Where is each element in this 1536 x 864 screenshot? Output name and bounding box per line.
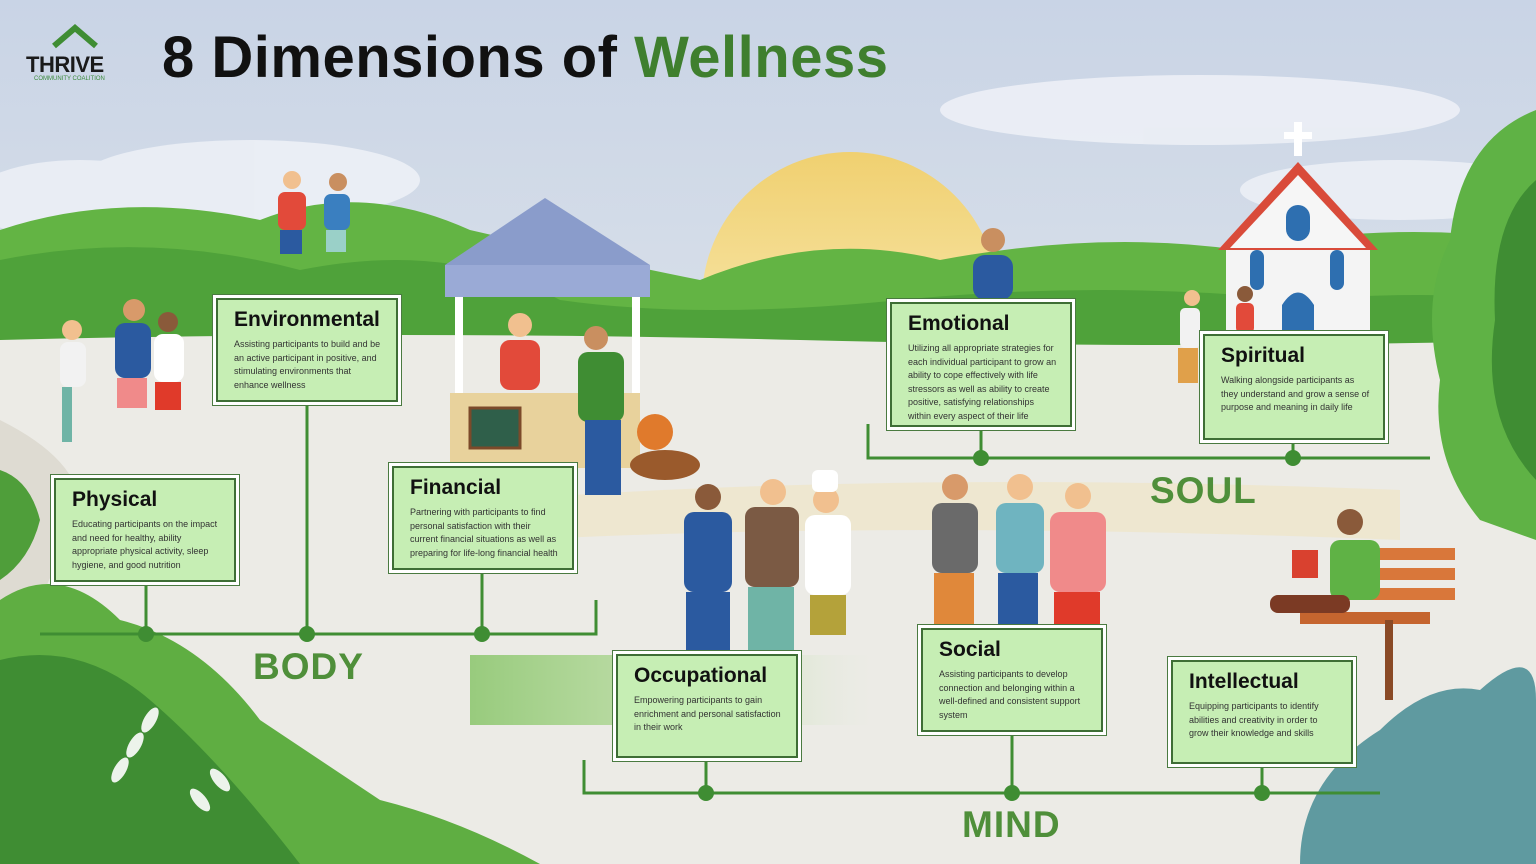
card-text: Equipping participants to identify abili…: [1189, 701, 1319, 738]
title-accent: Wellness: [634, 25, 889, 90]
people-icon: [60, 171, 1380, 651]
group-label-body: BODY: [253, 646, 364, 687]
card-intellectual: Intellectual Equipping participants to i…: [1171, 660, 1353, 764]
logo-subtitle: COMMUNITY COALITION: [34, 76, 105, 82]
card-text: Assisting participants to build and be a…: [234, 339, 381, 390]
card-physical: Physical Educating participants on the i…: [54, 478, 236, 582]
card-title: Physical: [72, 488, 158, 511]
card-spiritual: Spiritual Walking alongside participants…: [1203, 334, 1385, 440]
card-text: Partnering with participants to find per…: [410, 507, 558, 558]
card-title: Intellectual: [1189, 670, 1299, 693]
card-text: Assisting participants to develop connec…: [939, 669, 1081, 720]
card-occupational: Occupational Empowering participants to …: [616, 654, 798, 758]
card-title: Social: [939, 638, 1001, 661]
page-title: 8 Dimensions of Wellness: [162, 24, 889, 91]
group-label-soul: SOUL: [1150, 470, 1257, 511]
logo-word: THRIVE: [26, 52, 104, 77]
house-roof-icon: [52, 24, 98, 49]
foliage: [111, 707, 231, 812]
card-title: Financial: [410, 476, 502, 499]
card-social: Social Assisting participants to develop…: [921, 628, 1103, 732]
card-emotional: Emotional Utilizing all appropriate stra…: [890, 302, 1072, 427]
card-title: Emotional: [908, 312, 1010, 335]
group-label-mind: MIND: [962, 804, 1061, 845]
card-environmental: Environmental Assisting participants to …: [216, 298, 398, 402]
card-text: Empowering participants to gain enrichme…: [634, 695, 781, 732]
card-financial: Financial Partnering with participants t…: [392, 466, 574, 570]
thrive-logo: THRIVE COMMUNITY COALITION: [26, 24, 126, 88]
connector-dots: [138, 450, 1301, 801]
card-text: Educating participants on the impact and…: [72, 519, 218, 570]
card-text: Walking alongside participants as they u…: [1221, 375, 1370, 412]
market-stall-icon: [445, 198, 700, 480]
title-main: 8 Dimensions of: [162, 25, 618, 90]
card-title: Occupational: [634, 664, 768, 687]
card-title: Spiritual: [1221, 344, 1306, 367]
card-title: Environmental: [234, 308, 380, 331]
card-text: Utilizing all appropriate strategies for…: [908, 343, 1057, 421]
